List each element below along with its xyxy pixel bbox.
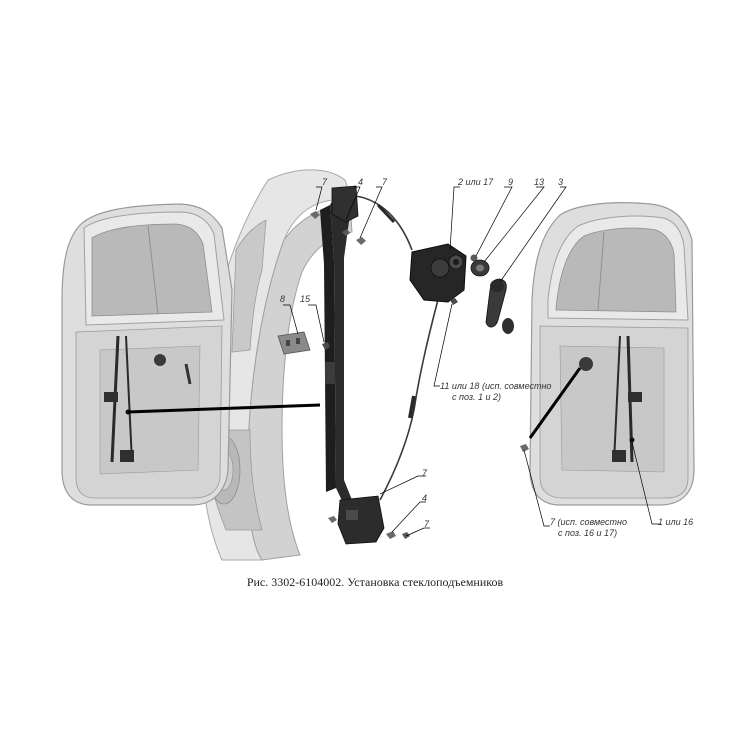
callout-8: 8 bbox=[280, 294, 285, 304]
callout-7-middle: 7 bbox=[422, 468, 428, 478]
fasteners bbox=[277, 211, 529, 539]
callout-7-right-line2: с поз. 16 и 17) bbox=[558, 528, 617, 538]
callout-1-or-16: 1 или 16 bbox=[658, 517, 693, 527]
figure-caption: Рис. 3302-6104002. Установка стеклоподъе… bbox=[246, 575, 504, 589]
callout-13: 13 bbox=[534, 177, 544, 187]
callout-11-or-18-line1: 11 или 18 (исп. совместно bbox=[440, 381, 551, 391]
callout-7-right-line1: 7 (исп. совместно bbox=[550, 517, 627, 527]
left-door bbox=[61, 203, 233, 506]
callout-4-top: 4 bbox=[358, 177, 363, 187]
callout-11-or-18-line2: с поз. 1 и 2) bbox=[452, 392, 501, 402]
callout-15: 15 bbox=[300, 294, 311, 304]
callout-7-bottom: 7 bbox=[424, 519, 430, 529]
callout-labels: 7 4 7 8 15 2 или 17 9 13 3 11 или 18 (ис… bbox=[280, 177, 693, 538]
leader-lines bbox=[127, 186, 660, 537]
callout-7-top-left: 7 bbox=[322, 177, 328, 187]
window-regulator-exploded bbox=[320, 185, 514, 545]
callout-3: 3 bbox=[558, 177, 563, 187]
callout-9: 9 bbox=[508, 177, 513, 187]
callout-4-bottom: 4 bbox=[422, 493, 427, 503]
callout-2-or-17: 2 или 17 bbox=[457, 177, 494, 187]
callout-7-top-right: 7 bbox=[382, 177, 388, 187]
right-door bbox=[529, 202, 695, 506]
